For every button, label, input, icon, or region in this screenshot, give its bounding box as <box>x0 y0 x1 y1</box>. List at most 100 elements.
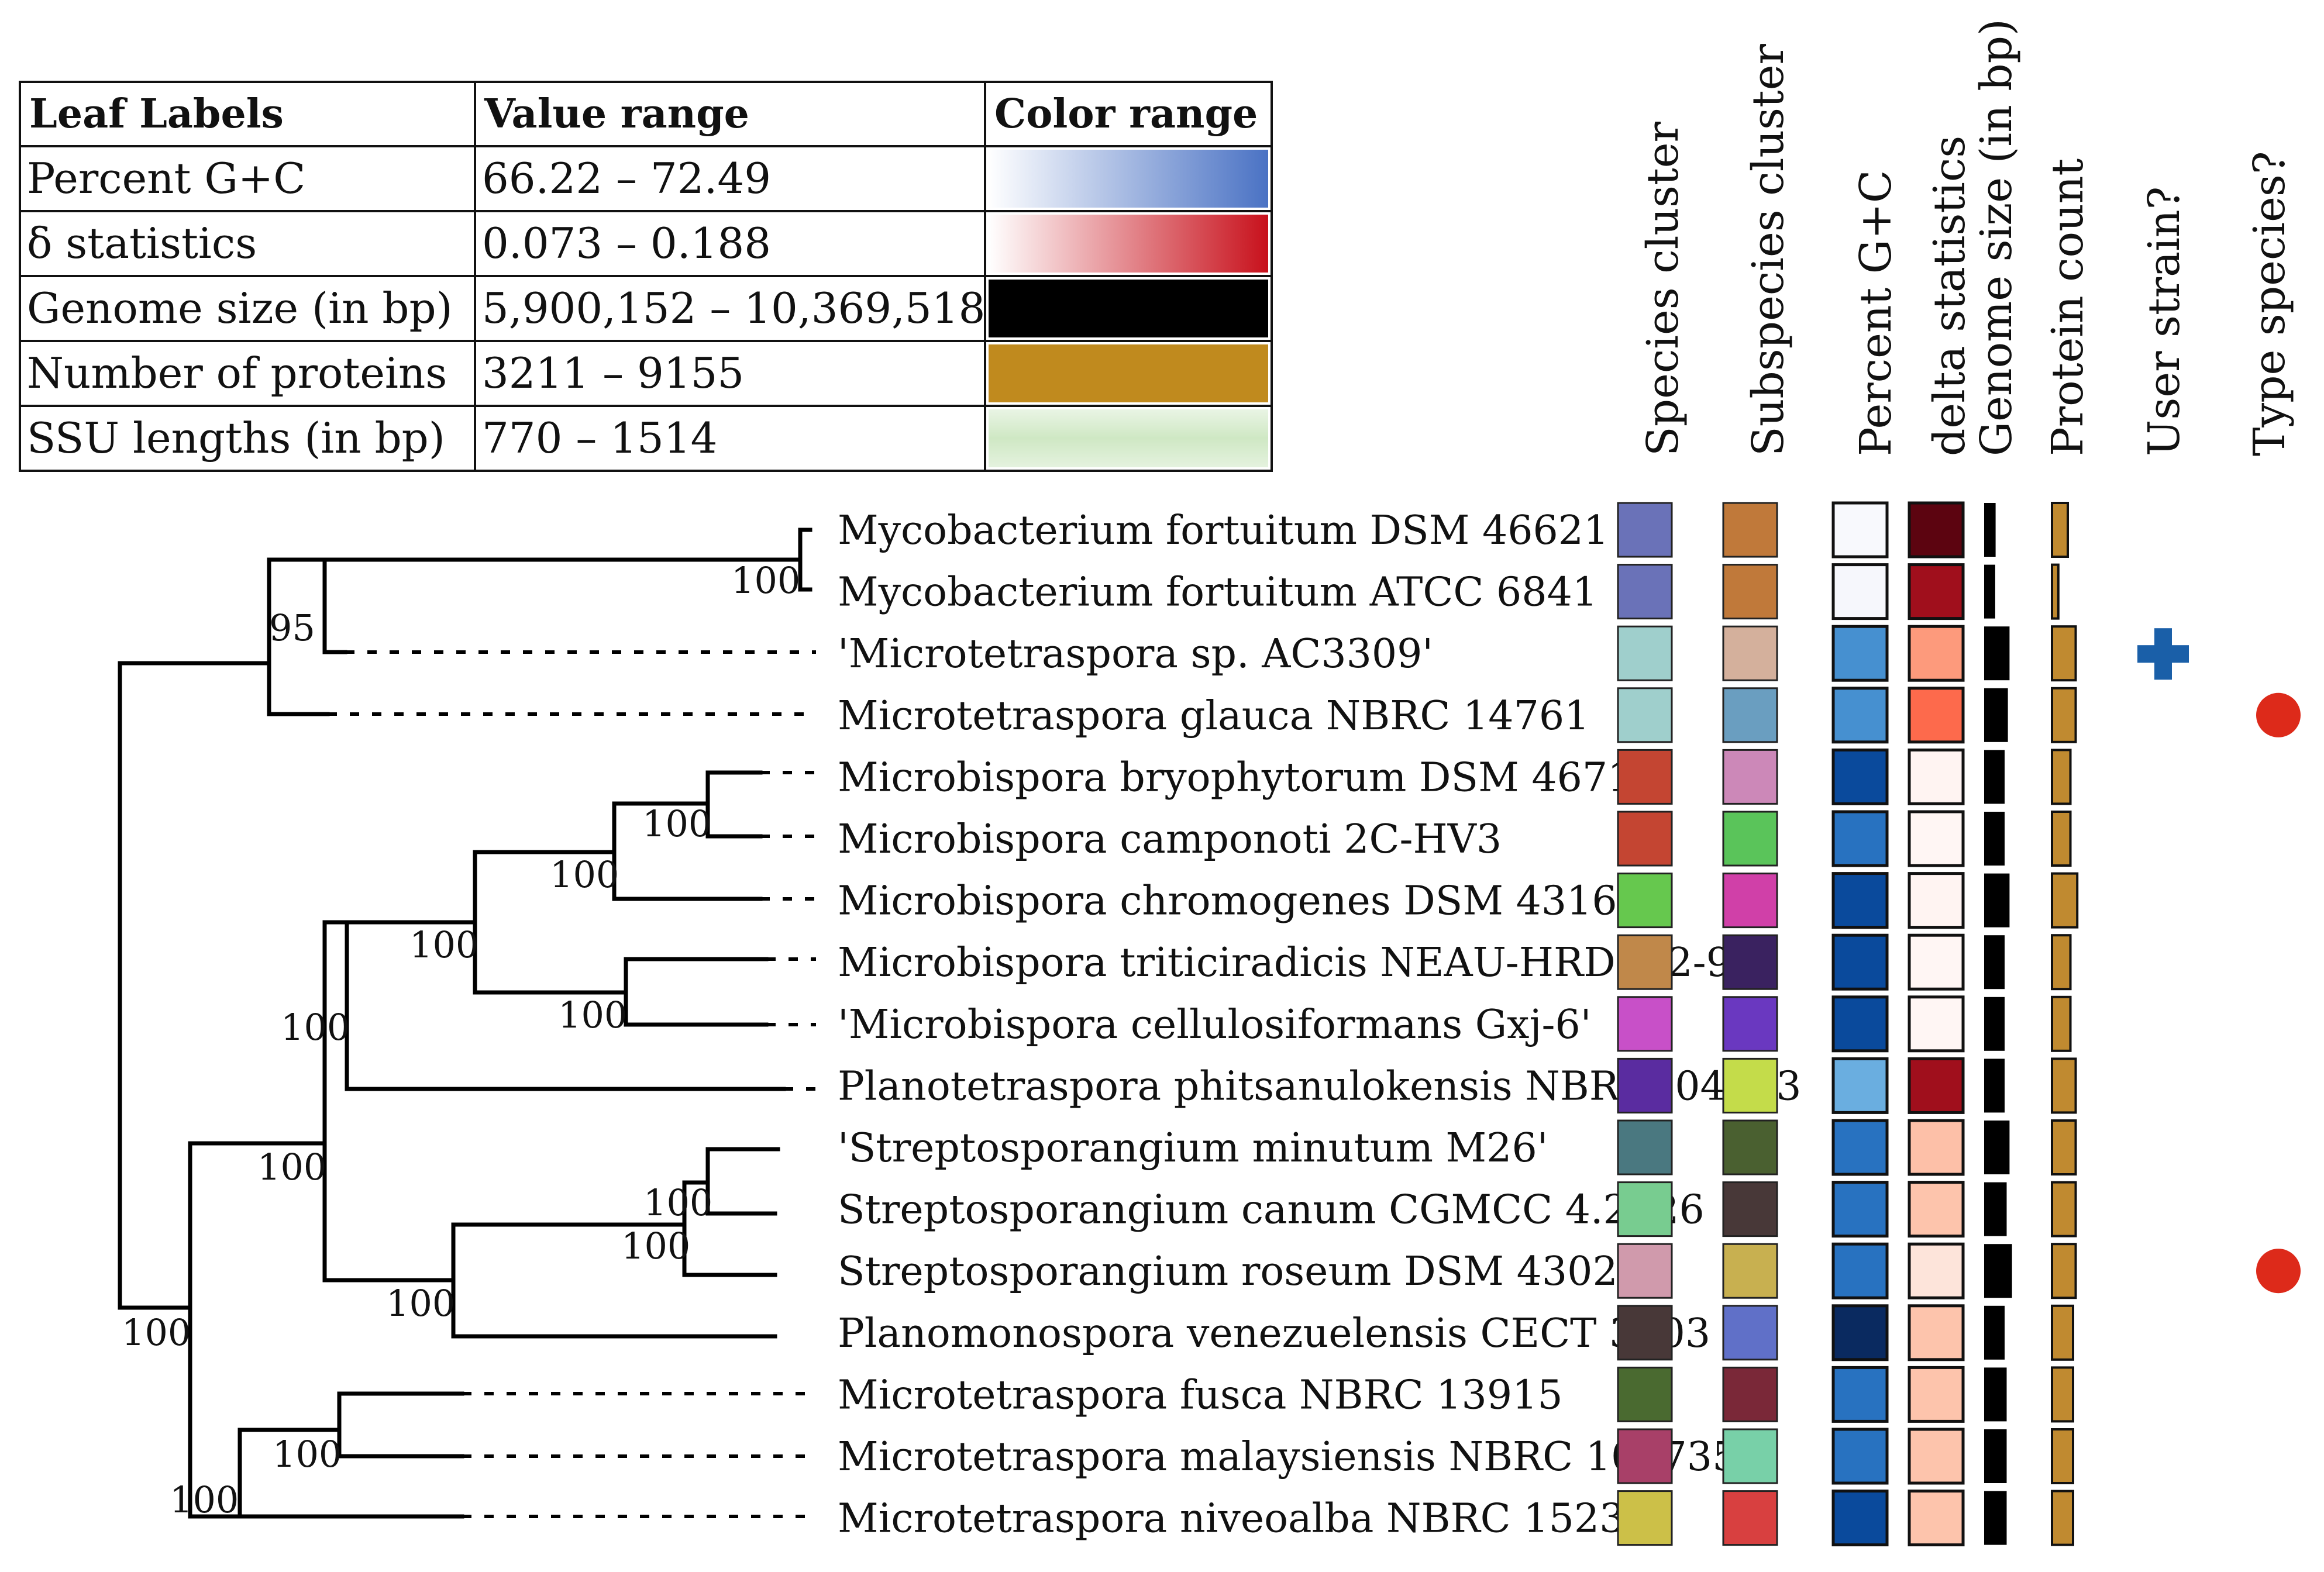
delta-swatch <box>1908 1304 1965 1361</box>
column-header-type: Type species? <box>2244 151 2295 456</box>
gc-swatch <box>1831 933 1889 991</box>
species-cluster-swatch <box>1617 1305 1673 1361</box>
column-header-species: Species cluster <box>1638 121 1688 456</box>
leaf-label: Streptosporangium roseum DSM 43021 <box>838 1249 1643 1295</box>
leaf-label: Microbispora bryophytorum DSM 46710 <box>838 754 1658 801</box>
subspecies-cluster-swatch <box>1722 1057 1778 1114</box>
genome-size-bar <box>1984 1367 2007 1422</box>
legend-header-color: Color range <box>994 91 1258 137</box>
leaf-label: Streptosporangium canum CGMCC 4.2126 <box>838 1187 1705 1233</box>
genome-size-bar <box>1984 626 2010 681</box>
leaf-label: Microbispora chromogenes DSM 43165 <box>838 878 1643 925</box>
species-cluster-swatch <box>1617 1243 1673 1299</box>
subspecies-cluster-swatch <box>1722 749 1778 805</box>
genome-size-bar <box>1984 750 2005 804</box>
species-cluster-swatch <box>1617 749 1673 805</box>
leaf-label: Microbispora camponoti 2C-HV3 <box>838 816 1502 863</box>
protein-count-bar <box>2051 934 2072 991</box>
protein-count-bar <box>2051 995 2072 1052</box>
bootstrap-value: 95 <box>269 606 315 649</box>
subspecies-cluster-swatch <box>1722 873 1778 929</box>
column-header-delta: delta statistics <box>1924 136 1975 456</box>
species-cluster-swatch <box>1617 1366 1673 1422</box>
type-species-marker <box>2256 1249 2301 1294</box>
legend-swatch-shade <box>989 409 1268 467</box>
gc-swatch <box>1831 1490 1889 1547</box>
bootstrap-value: 100 <box>273 1433 342 1476</box>
leaf-label: 'Streptosporangium minutum M26' <box>838 1125 1548 1171</box>
genome-size-bar <box>1984 688 2008 742</box>
legend-swatch-protein <box>989 344 1268 402</box>
delta-swatch <box>1908 1490 1965 1547</box>
legend-row-range: 0.073 – 0.188 <box>482 219 771 268</box>
genome-size-bar <box>1984 1182 2007 1236</box>
bootstrap-value: 100 <box>731 559 800 602</box>
delta-swatch <box>1908 995 1965 1053</box>
genome-size-bar <box>1984 873 2010 928</box>
column-headers: Species cluster Subspecies cluster Perce… <box>1638 19 2295 456</box>
subspecies-cluster-swatch <box>1722 934 1778 990</box>
delta-swatch <box>1908 1057 1965 1114</box>
delta-swatch <box>1908 687 1965 744</box>
column-header-genome: Genome size (in bp) <box>1971 19 2022 456</box>
delta-swatch <box>1908 501 1965 559</box>
protein-count-bar <box>2051 811 2072 867</box>
bootstrap-value: 100 <box>257 1146 326 1188</box>
subspecies-cluster-swatch <box>1722 502 1778 558</box>
delta-swatch <box>1908 563 1965 620</box>
species-cluster-swatch <box>1617 625 1673 681</box>
legend-row-range: 5,900,152 – 10,369,518 <box>482 284 985 333</box>
subspecies-cluster-swatch <box>1722 1119 1778 1175</box>
genome-size-bar <box>1984 503 1996 557</box>
protein-count-bar <box>2051 1304 2074 1361</box>
protein-count-bar <box>2051 1181 2077 1237</box>
delta-swatch <box>1908 872 1965 929</box>
user-strain-marker <box>2154 628 2172 680</box>
leaf-label: Microtetraspora fusca NBRC 13915 <box>838 1372 1563 1418</box>
legend-header-range: Value range <box>484 91 749 137</box>
species-cluster-swatch <box>1617 687 1673 743</box>
species-cluster-swatch <box>1617 1490 1673 1546</box>
legend-row-range: 3211 – 9155 <box>482 349 744 398</box>
gc-swatch <box>1831 1428 1889 1485</box>
gc-swatch <box>1831 1119 1889 1176</box>
subspecies-cluster-swatch <box>1722 1490 1778 1546</box>
protein-count-bar <box>2051 1428 2074 1484</box>
gc-swatch <box>1831 810 1889 867</box>
protein-count-bar <box>2051 749 2072 805</box>
genome-size-bar <box>1984 1429 2007 1483</box>
column-header-subspecies: Subspecies cluster <box>1743 43 1793 456</box>
gc-swatch <box>1831 1304 1889 1361</box>
species-cluster-swatch <box>1617 811 1673 867</box>
bootstrap-value: 100 <box>386 1282 455 1325</box>
legend-row-range: 66.22 – 72.49 <box>482 154 771 203</box>
legend-row-label: SSU lengths (in bp) <box>27 413 445 463</box>
species-cluster-swatch <box>1617 1428 1673 1484</box>
delta-swatch <box>1908 748 1965 805</box>
legend-table: Leaf Labels Value range Color range Perc… <box>19 81 1273 472</box>
delta-swatch <box>1908 810 1965 867</box>
leaf-dashes <box>328 650 816 1518</box>
delta-swatch <box>1908 1366 1965 1423</box>
bootstrap-value: 100 <box>122 1311 191 1354</box>
protein-count-bar <box>2051 625 2077 682</box>
type-species-marker <box>2256 692 2301 737</box>
protein-count-bar <box>2051 1119 2077 1175</box>
leaf-data-columns <box>1617 501 2301 1547</box>
delta-swatch <box>1908 1428 1965 1485</box>
subspecies-cluster-swatch <box>1722 1181 1778 1237</box>
subspecies-cluster-swatch <box>1722 811 1778 867</box>
gc-swatch <box>1831 687 1889 744</box>
legend-swatch-delta <box>989 215 1268 273</box>
species-cluster-swatch <box>1617 996 1673 1052</box>
leaf-label: Planomonospora venezuelensis CECT 3303 <box>838 1311 1710 1357</box>
genome-size-bar <box>1984 1305 2005 1360</box>
bootstrap-value: 100 <box>621 1225 690 1267</box>
species-cluster-swatch <box>1617 873 1673 929</box>
column-header-protein: Protein count <box>2043 158 2093 456</box>
leaf-label: 'Microtetraspora sp. AC3309' <box>838 631 1433 677</box>
subspecies-cluster-swatch <box>1722 996 1778 1052</box>
delta-swatch <box>1908 625 1965 682</box>
